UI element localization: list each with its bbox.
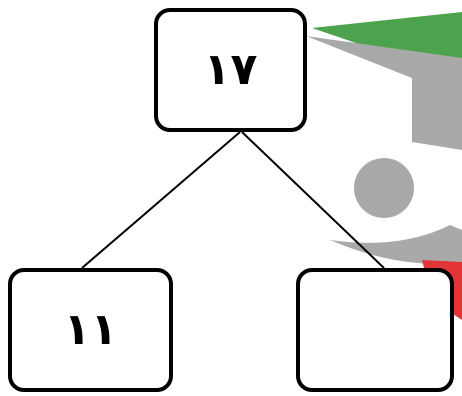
logo-green-band [312, 12, 462, 58]
left-child-node-box: ١١ [8, 268, 173, 392]
edge-root-right [241, 131, 385, 269]
logo-gray-cap [306, 36, 462, 150]
root-node-box: ١٧ [154, 8, 307, 132]
right-child-node-box [296, 268, 454, 392]
logo-gray-body [330, 225, 462, 264]
edge-root-left [81, 131, 241, 269]
left-child-node-value: ١١ [63, 304, 118, 355]
logo-gray-head [354, 158, 414, 218]
root-node-value: ١٧ [203, 44, 258, 95]
